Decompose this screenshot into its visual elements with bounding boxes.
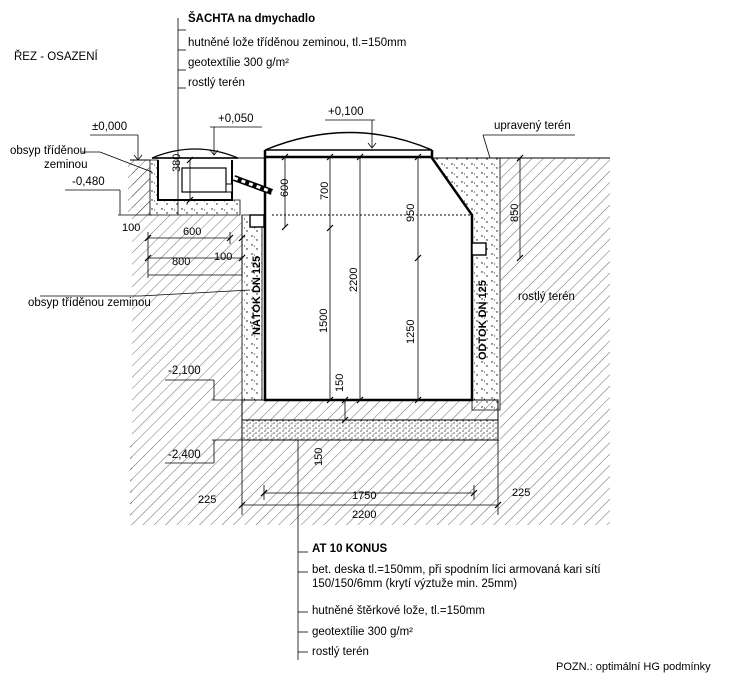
dim-600-v: 600 bbox=[279, 178, 291, 197]
note: POZN.: optimální HG podmínky bbox=[556, 661, 711, 673]
tank-callout-line-1: bet. deska tl.=150mm, při spodním líci a… bbox=[312, 564, 601, 576]
dim-950: 950 bbox=[405, 203, 417, 222]
shaft-lid bbox=[151, 148, 239, 159]
ground-hatch-bottom bbox=[130, 440, 500, 525]
concrete-slab bbox=[241, 399, 499, 421]
dim-850: 850 bbox=[509, 203, 521, 222]
label-obsyp-top-2: zeminou bbox=[44, 159, 88, 171]
level-minus-2100: -2,100 bbox=[168, 365, 201, 377]
dim-800: 800 bbox=[172, 256, 191, 268]
dim-150-b: 150 bbox=[313, 447, 325, 466]
label-upraveny-teren: upravený terén bbox=[494, 120, 571, 132]
level-lines bbox=[65, 119, 377, 464]
tank-callout-line-2: 150/150/6mm (krytí výztuže min. 25mm) bbox=[312, 578, 518, 590]
tank-dome bbox=[264, 131, 433, 151]
level-plus-100: +0,100 bbox=[328, 106, 364, 118]
dim-380: 380 bbox=[171, 153, 183, 172]
dim-700: 700 bbox=[319, 181, 331, 200]
dim-100-right: 100 bbox=[214, 251, 233, 263]
shaft-callout-line-1: hutněné lože tříděnou zeminou, tl.=150mm bbox=[188, 37, 407, 49]
tank-body bbox=[263, 150, 474, 402]
dim-2200-h: 2200 bbox=[352, 509, 377, 521]
level-zero: ±0,000 bbox=[92, 121, 128, 133]
inlet-pipe bbox=[249, 214, 265, 228]
dim-1250: 1250 bbox=[405, 319, 417, 344]
tank-callout-heading: AT 10 KONUS bbox=[312, 543, 388, 555]
label-obsyp-top: obsyp tříděnou bbox=[10, 145, 87, 157]
dim-100-left: 100 bbox=[122, 222, 141, 234]
shaft-callout-line-2: geotextílie 300 g/m² bbox=[188, 57, 290, 69]
tank-callout-line-5: rostlý terén bbox=[312, 646, 369, 658]
dim-1750: 1750 bbox=[352, 490, 377, 502]
dimension-lines bbox=[147, 157, 521, 515]
blower bbox=[181, 167, 227, 193]
ground-hatch-left-upper bbox=[128, 160, 150, 215]
dim-600-h: 600 bbox=[183, 226, 202, 238]
label-obsyp-mid: obsyp tříděnou zeminou bbox=[28, 297, 151, 309]
level-minus-480: -0,480 bbox=[72, 176, 105, 188]
dim-225-left: 225 bbox=[198, 494, 217, 506]
level-plus-050: +0,050 bbox=[218, 113, 254, 125]
inlet-label: NÁTOK DN 125 bbox=[251, 255, 263, 335]
shaft-callout-heading: ŠACHTA na dmychadlo bbox=[188, 13, 316, 25]
tank-callout-line-3: hutněné štěrkové lože, tl.=150mm bbox=[312, 605, 485, 617]
dim-225-right: 225 bbox=[512, 487, 531, 499]
drawing-title: ŘEZ - OSAZENÍ bbox=[14, 51, 98, 63]
ground-hatch-left bbox=[0, 165, 130, 520]
outlet-label: ODTOK DN 125 bbox=[477, 280, 489, 360]
dim-1500: 1500 bbox=[318, 308, 330, 333]
ground-hatch-left-area bbox=[130, 168, 242, 520]
callout-lines bbox=[40, 18, 575, 660]
level-minus-2400: -2,400 bbox=[168, 449, 201, 461]
gravel-bed bbox=[241, 419, 499, 441]
outlet-pipe bbox=[471, 242, 487, 256]
dim-2200-v: 2200 bbox=[348, 267, 360, 292]
label-rostly-teren-right: rostlý terén bbox=[518, 291, 575, 303]
shaft-callout-line-3: rostlý terén bbox=[188, 77, 245, 89]
ground-hatch-right bbox=[500, 158, 610, 525]
tank-callout-line-4: geotextílie 300 g/m² bbox=[312, 626, 414, 638]
dimension-ticks bbox=[144, 153, 524, 509]
dim-150-a: 150 bbox=[334, 373, 346, 392]
